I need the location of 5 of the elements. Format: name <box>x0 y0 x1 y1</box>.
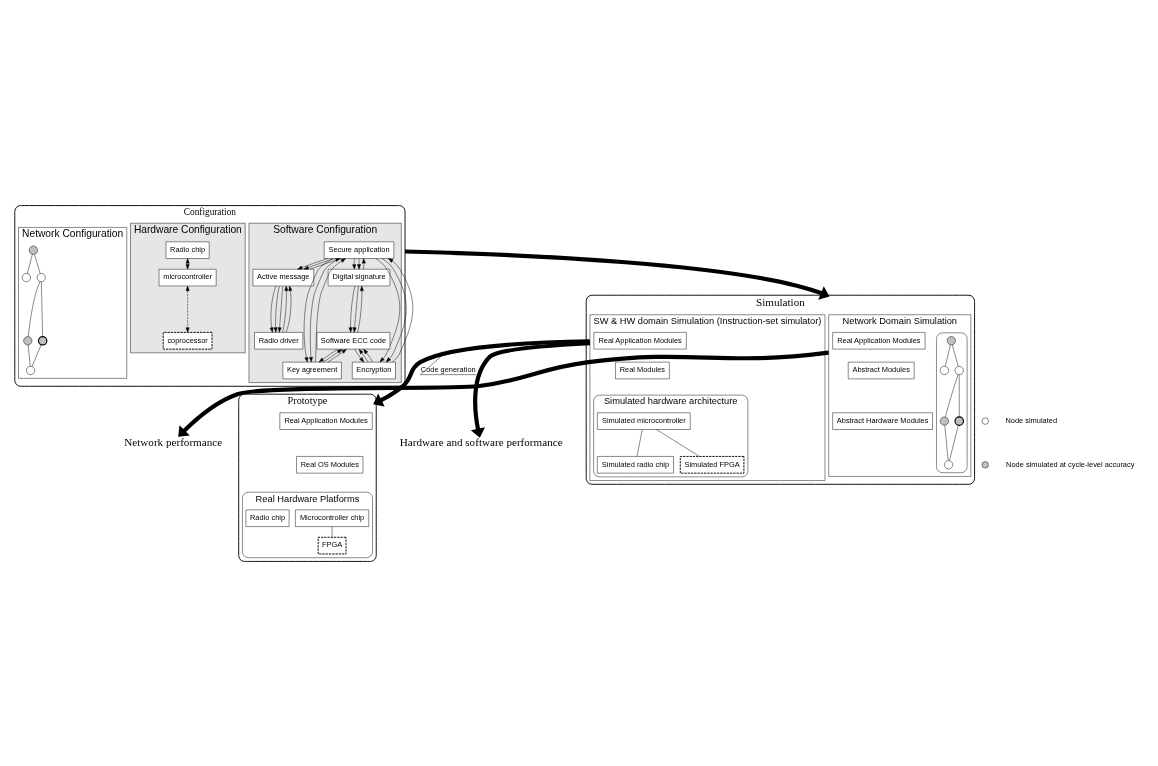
node-text: Network performance <box>124 435 223 448</box>
node-text: Hardware and software performance <box>399 435 563 448</box>
legend-label: Node simulated at cycle-level accuracy <box>1006 459 1135 469</box>
edge-label: Code generation <box>420 364 476 374</box>
legend-label: Node simulated <box>1005 415 1058 425</box>
